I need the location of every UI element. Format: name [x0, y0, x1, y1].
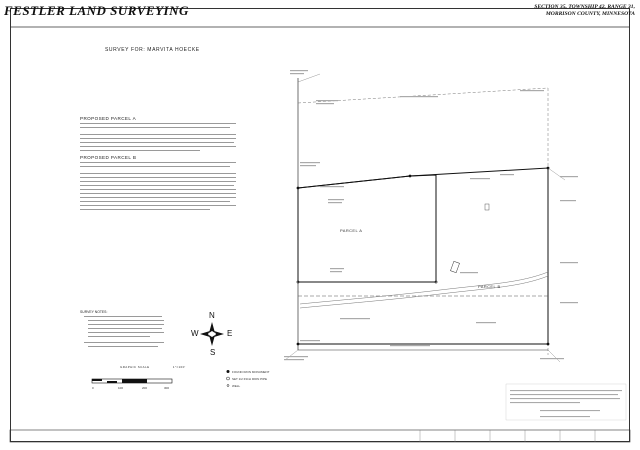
driveway-edge	[299, 275, 549, 309]
legal-text-line	[80, 150, 200, 152]
compass-east-label: E	[227, 329, 233, 338]
legal-text-line	[80, 166, 230, 168]
parcel-a-map-label: PARCEL A	[340, 228, 363, 233]
legal-text-line	[80, 209, 210, 211]
compass-south-label: S	[210, 348, 216, 357]
callout-leader	[547, 167, 566, 181]
scale-tick-label: 300	[164, 386, 170, 390]
note-text-line	[88, 328, 162, 330]
well-icon	[226, 384, 230, 387]
certification-block	[505, 383, 627, 421]
legend-set-iron: SET 1/2 INCH IRON PIPE	[232, 377, 267, 381]
corner-monument	[296, 186, 300, 190]
survey-sheet	[10, 8, 630, 442]
parcel-b-map-label: PARCEL B	[478, 284, 501, 289]
compass-west-label: W	[191, 329, 199, 338]
graphic-scale-label: GRAPHIC SCALE 1"=100'	[120, 365, 186, 369]
legal-text-line	[80, 181, 236, 183]
graphic-scale-ratio: 1"=100'	[172, 365, 186, 369]
note-text-line	[84, 316, 162, 318]
scale-tick-label: 200	[142, 386, 148, 390]
legal-text-line	[80, 127, 230, 129]
driveway	[299, 271, 549, 305]
parcel-b-heading: PROPOSED PARCEL B	[80, 155, 137, 160]
graphic-scale-title: GRAPHIC SCALE	[120, 365, 150, 369]
parcel-a-boundary	[297, 174, 437, 283]
title-block	[9, 429, 631, 443]
legal-text-line	[80, 173, 236, 175]
certification-text	[510, 390, 622, 418]
legal-text-line	[80, 138, 236, 140]
legal-text-line	[80, 201, 230, 203]
scale-tick-label: 0	[92, 386, 94, 390]
corner-monument	[296, 280, 300, 284]
compass-north-label: N	[209, 311, 215, 320]
scale-tick-label: 100	[118, 386, 124, 390]
building-footprint	[450, 260, 460, 274]
north-arrow-icon	[200, 322, 224, 346]
corner-monument	[434, 280, 438, 284]
legal-text-line	[80, 189, 236, 191]
legend-found-iron: FOUND IRON MONUMENT	[232, 370, 270, 374]
corner-monument	[408, 174, 412, 178]
legal-text-line	[80, 193, 236, 195]
legal-text-line	[80, 177, 236, 179]
note-text-line	[88, 346, 158, 348]
shed-footprint	[484, 203, 490, 211]
callout-leader	[547, 349, 561, 363]
parcel-b-boundary	[297, 167, 549, 345]
note-text-line	[88, 320, 164, 322]
survey-notes-heading: SURVEY NOTES:	[80, 310, 108, 314]
found-iron-monument-icon	[226, 370, 230, 373]
legal-text-line	[80, 162, 236, 164]
corner-monument	[296, 342, 300, 346]
location-line-1: SECTION 35, TOWNSHIP 42, RANGE 31,	[534, 4, 635, 10]
company-name: FESTLER LAND SURVEYING	[4, 3, 189, 18]
legend-well: WELL	[232, 384, 241, 388]
legal-text-line	[80, 185, 234, 187]
note-text-line	[88, 336, 150, 338]
north-quarter-line	[297, 87, 549, 104]
survey-for-label: SURVEY FOR: MARVITA HOECKE	[105, 47, 200, 53]
location-title: SECTION 35, TOWNSHIP 42, RANGE 31, MORRI…	[534, 4, 635, 18]
callout-leader	[297, 73, 321, 83]
location-line-2: MORRISON COUNTY, MINNESOTA	[545, 11, 635, 17]
dimension-notes	[284, 70, 578, 361]
note-text-line	[84, 342, 164, 344]
legal-text-line	[80, 123, 236, 125]
corner-monument	[546, 342, 550, 346]
note-text-line	[88, 332, 164, 334]
legal-text-line	[80, 134, 236, 136]
note-text-line	[88, 324, 164, 326]
set-iron-pipe-icon	[226, 376, 230, 381]
parcel-a-heading: PROPOSED PARCEL A	[80, 116, 137, 121]
legal-text-line	[80, 146, 236, 148]
legal-text-line	[80, 197, 236, 199]
graphic-scale-bar-icon	[91, 378, 173, 384]
legal-text-line	[80, 205, 236, 207]
title-block-dividers	[419, 430, 596, 442]
legal-text-line	[80, 142, 234, 144]
callout-leader	[284, 349, 299, 361]
